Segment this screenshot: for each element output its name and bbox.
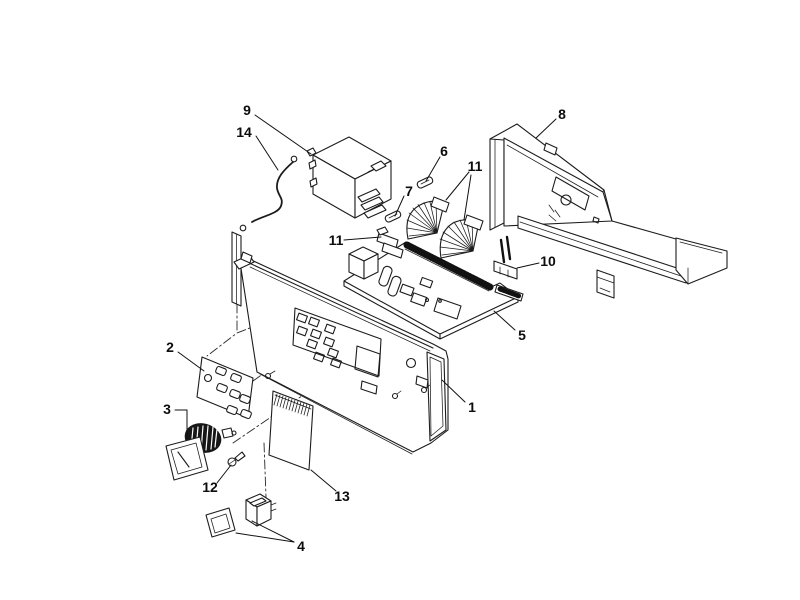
- capacitors: [378, 265, 402, 297]
- keypad-holes: [296, 312, 342, 369]
- callout-5-label: 5: [518, 327, 526, 343]
- pin-connector: [493, 235, 518, 280]
- callout-14-label: 14: [236, 124, 252, 140]
- callout-14-leader: [255, 135, 279, 171]
- rear-housing: [489, 123, 728, 299]
- switch-cap: [205, 507, 236, 538]
- knob-pointer: [177, 451, 190, 468]
- small-opening: [360, 380, 378, 395]
- screw-12: [227, 451, 246, 467]
- pcb: [343, 241, 524, 340]
- callout-11-label: 11: [468, 158, 483, 174]
- clip-7: [384, 210, 402, 223]
- ribbon-cables: [376, 196, 484, 259]
- callout-4-leader-1: [251, 520, 295, 543]
- display-lens: [268, 390, 314, 471]
- callout-9-label: 9: [243, 102, 251, 118]
- callout-6-leader: [425, 156, 441, 182]
- callout-3-leader: [174, 409, 188, 438]
- ribbon-cable-2: [439, 214, 484, 259]
- display-opening: [354, 345, 381, 378]
- small-components: [399, 276, 434, 307]
- callout-12-leader: [216, 464, 232, 484]
- callout-13-label: 13: [334, 488, 350, 504]
- lens-hatching: [273, 393, 311, 417]
- callout-12-label: 12: [202, 479, 218, 495]
- switch-assembly: [205, 493, 277, 538]
- clip-6: [416, 176, 434, 189]
- pcb-transformer: [348, 246, 379, 280]
- knob-shaft: [221, 427, 234, 439]
- knob-face: [165, 436, 209, 481]
- ic-chip: [433, 297, 462, 320]
- callout-7-leader: [394, 195, 405, 217]
- callout-1-leader: [441, 379, 466, 403]
- callout-7-label: 7: [405, 183, 413, 199]
- ground-wire: [239, 155, 298, 232]
- keypad-plate: [292, 307, 382, 395]
- edge-connector: [403, 241, 494, 291]
- rocker-switch: [245, 493, 277, 527]
- callout-8-leader: [535, 118, 557, 139]
- callout-6-label: 6: [440, 143, 448, 159]
- callout-5-leader: [493, 310, 516, 331]
- board-connectors: [376, 226, 404, 259]
- callout-3-label: 3: [163, 401, 171, 417]
- ribbon-cable-1: [406, 196, 450, 240]
- callout-4-leader-2: [235, 532, 295, 543]
- control-panel: [196, 356, 254, 420]
- callout-2-label: 2: [166, 339, 174, 355]
- callout-11-leader-2: [463, 174, 472, 221]
- callout-10-label: 10: [540, 253, 556, 269]
- callout-2-leader: [177, 351, 205, 372]
- knob: [165, 423, 237, 481]
- callout-11-leader: [343, 236, 382, 241]
- callout-13-leader: [310, 469, 337, 492]
- callout-11-leader-1: [445, 171, 470, 201]
- transformer-box: [306, 136, 392, 219]
- callout-8-label: 8: [558, 106, 566, 122]
- callout-4-label: 4: [297, 538, 305, 554]
- callout-10-leader: [516, 262, 540, 269]
- callout-11-label: 11: [329, 232, 344, 248]
- callout-9-leader: [254, 114, 312, 155]
- callout-1-label: 1: [468, 399, 476, 415]
